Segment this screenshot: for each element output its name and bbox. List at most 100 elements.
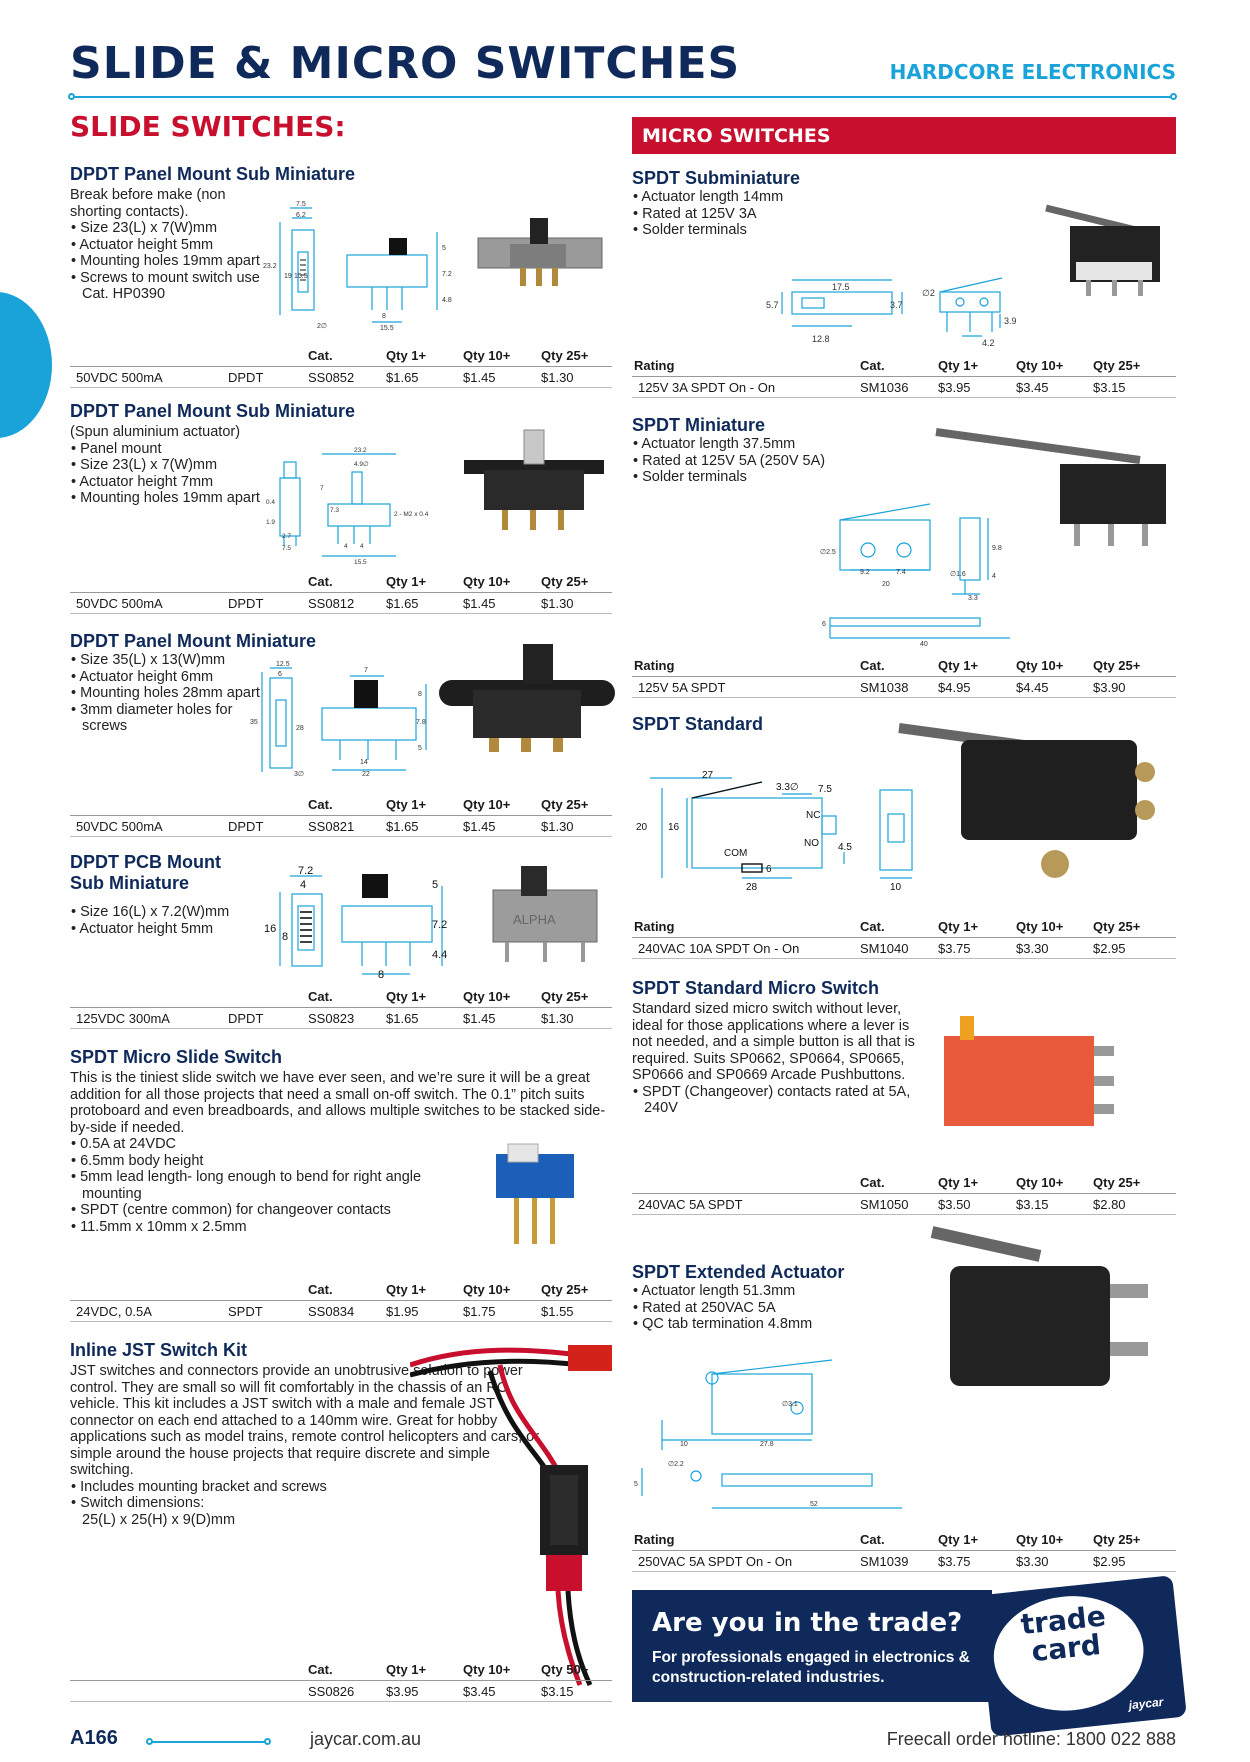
dim-label: 4.9∅ [354, 461, 369, 468]
dim-label: 35 [250, 719, 258, 726]
dim-label: 12.8 [812, 334, 830, 344]
dim-label: 7.5 [282, 545, 291, 552]
dim-label: 5 [442, 245, 446, 252]
dim-label: 14 [360, 759, 368, 766]
product-sm1050: SPDT Standard Micro Switch Standard size… [632, 978, 932, 1117]
dim-label: COM [724, 848, 747, 859]
dim-label: 27 [702, 770, 714, 781]
product-desc: This is the tiniest slide switch we have… [70, 1070, 606, 1136]
dim-label: 4 [992, 573, 996, 580]
photo-sm1038 [935, 428, 1166, 546]
product-title: Sub Miniature [70, 873, 190, 893]
product-title: DPDT Panel Mount Miniature [70, 631, 317, 651]
dim-label: 4.4 [432, 949, 447, 961]
product-bullet: Mounting holes 19mm apart [70, 253, 260, 270]
brand-label: HARDCORE ELECTRONICS [889, 60, 1176, 84]
dim-label: 3.9 [1004, 316, 1017, 326]
product-bullet: SPDT (Changeover) contacts rated at 5A, … [632, 1084, 922, 1117]
product-ss0826: Inline JST Switch Kit JST switches and c… [70, 1340, 540, 1528]
page-number: A166 [70, 1727, 118, 1749]
website-link[interactable]: jaycar.com.au [310, 1729, 422, 1749]
dim-label: 1.9 [266, 519, 275, 526]
dim-label: 8 [282, 931, 288, 943]
product-desc: JST switches and connectors provide an u… [70, 1363, 540, 1478]
product-bullet: Solder terminals [632, 222, 892, 239]
product-bullet: Mounting holes 28mm apart [70, 685, 260, 702]
product-bullet: QC tab termination 4.8mm [632, 1316, 892, 1333]
product-ss0834: SPDT Micro Slide Switch This is the tini… [70, 1047, 610, 1235]
dim-label: ∅2.2 [668, 1461, 684, 1468]
product-bullet: Solder terminals [632, 469, 892, 486]
product-bullet: Mounting holes 19mm apart [70, 490, 260, 507]
page-edge-tab [0, 292, 52, 438]
product-ss0823: DPDT PCB Mount Sub Miniature Size 16(L) … [70, 852, 330, 937]
dim-label: NO [804, 838, 819, 849]
product-title: DPDT Panel Mount Sub Miniature [70, 164, 356, 184]
rule-dot-left [68, 93, 75, 100]
dim-label: 15.5 [380, 325, 394, 332]
dim-label: 7.3 [330, 507, 339, 514]
product-ss0821: DPDT Panel Mount Miniature Size 35(L) x … [70, 631, 370, 735]
dimension-diagram-sm1039: ∅3.1 10 27.8 ∅2.2 5 52 [634, 1359, 902, 1509]
product-bullet: Rated at 250VAC 5A [632, 1300, 892, 1317]
product-bullet: 0.5A at 24VDC [70, 1136, 610, 1153]
dim-label: 8 [378, 969, 384, 981]
product-bullet: Actuator length 37.5mm [632, 436, 892, 453]
product-bullet: 5mm lead length- long enough to bend for… [70, 1169, 470, 1202]
dim-label: 3∅ [294, 771, 304, 778]
hotline-text: Freecall order hotline: 1800 022 888 [886, 1729, 1176, 1749]
dim-label: 3.7 [890, 300, 903, 310]
dim-label: 10 [890, 882, 902, 893]
svg-text:ALPHA: ALPHA [513, 912, 556, 927]
jaycar-logo: jaycar [1127, 1694, 1164, 1713]
product-bullet: Includes mounting bracket and screws [70, 1479, 540, 1496]
dim-label: 17.5 [832, 282, 850, 292]
dim-label: 10 [680, 1441, 688, 1448]
dimension-diagram-ss0823: 7.2 4 16 8 5 7.2 4.4 8 [264, 865, 447, 981]
product-bullet: Rated at 125V 3A [632, 206, 892, 223]
dim-label: NC [806, 810, 820, 821]
dim-label: 9.2 [860, 569, 870, 576]
product-bullet: Rated at 125V 5A (250V 5A) [632, 453, 892, 470]
dimension-diagram-sm1040: 27 3.3∅ 7.5 20 16 NC NO COM 4.5 6 28 10 [636, 770, 913, 893]
product-sm1039: SPDT Extended Actuator Actuator length 5… [632, 1262, 892, 1333]
product-bullet: 3mm diameter holes for screws [70, 702, 240, 735]
photo-sm1036 [1045, 204, 1160, 296]
dim-label: 5 [418, 745, 422, 752]
product-title: SPDT Standard [632, 714, 764, 734]
dim-label: 2 - M2 x 0.4 [394, 511, 429, 518]
dim-label: ∅3.1 [782, 1401, 798, 1408]
dim-label: 7.2 [432, 919, 447, 931]
dim-label: 23.2 [354, 447, 367, 454]
dim-label: 2∅ [317, 323, 327, 330]
product-bullet: Panel mount [70, 441, 370, 458]
dim-label: 52 [810, 1501, 818, 1508]
dim-label: 27.8 [760, 1441, 774, 1448]
product-title: Inline JST Switch Kit [70, 1340, 248, 1360]
dim-label: 12.5 [276, 661, 290, 668]
product-sm1038: SPDT Miniature Actuator length 37.5mm Ra… [632, 415, 892, 486]
photo-ss0823: ALPHA [492, 866, 598, 962]
dim-label: 16 [668, 822, 680, 833]
dimension-diagram-ss0812: 23.2 4.9∅ 7 7.3 2 - M2 x 0.4 0.4 1.9 2.7… [266, 447, 429, 566]
dim-label: 5 [432, 879, 438, 891]
dim-label: 7 [364, 667, 368, 674]
dim-label: 22 [362, 771, 370, 778]
product-bullet: Size 23(L) x 7(W)mm [70, 220, 370, 237]
product-title: SPDT Standard Micro Switch [632, 978, 880, 998]
product-bullet: Switch dimensions: 25(L) x 25(H) x 9(D)m… [70, 1495, 240, 1528]
product-sm1040: SPDT Standard [632, 714, 892, 735]
dimension-diagram-sm1036: 17.5 5.7 12.8 3.7 ∅2 3.9 4.2 [766, 277, 1017, 348]
trade-subtext: For professionals engaged in electronics… [652, 1649, 970, 1686]
product-ss0852: DPDT Panel Mount Sub Miniature Break bef… [70, 164, 370, 303]
dim-label: 20 [882, 581, 890, 588]
trade-ad-banner[interactable]: Are you in the trade? For professionals … [632, 1590, 992, 1702]
dim-label: 3.3∅ [776, 782, 799, 793]
dim-label: 16 [264, 923, 276, 935]
product-bullet: Actuator length 51.3mm [632, 1283, 892, 1300]
